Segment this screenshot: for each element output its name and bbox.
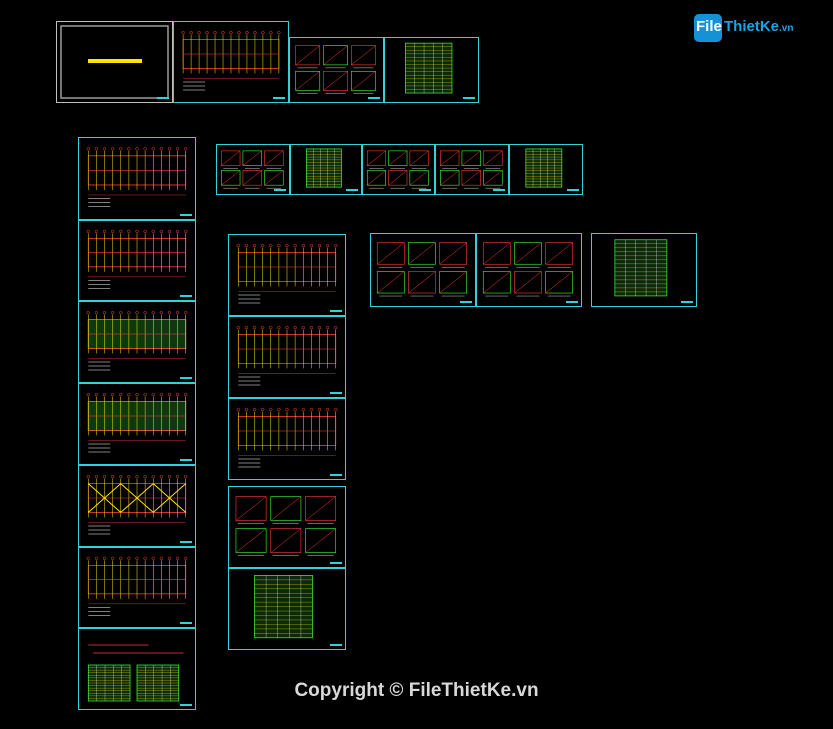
plan-drawing [181,30,281,91]
details-drawing [366,150,429,189]
details-drawing [235,496,337,556]
planframe-drawing [86,474,188,535]
copyright-text: Copyright © FileThietKe.vn [294,680,539,701]
drawing-sheet[interactable] [78,220,196,301]
plan-drawing [236,407,338,468]
drawing-sheet[interactable] [384,37,479,103]
drawing-sheet[interactable] [228,486,346,568]
logo-badge [694,14,722,42]
plan-drawing [236,325,338,386]
drawing-sheet[interactable] [78,547,196,628]
drawing-sheet[interactable] [173,21,289,103]
drawing-sheet[interactable] [78,465,196,547]
drawing-sheet[interactable] [228,316,346,398]
drawing-sheet[interactable] [78,137,196,220]
drawing-sheet[interactable] [228,234,346,316]
drawing-sheet[interactable] [78,383,196,465]
drawing-sheet[interactable] [228,398,346,480]
drawing-sheet[interactable] [78,628,196,710]
logo-site-text: ThietKe.vn [724,18,793,35]
planfill-drawing [86,392,188,453]
logo-file-text: File [696,18,722,35]
table-drawing [405,42,453,94]
drawing-sheet[interactable] [290,144,362,195]
drawing-sheet[interactable] [370,233,476,307]
details-drawing [482,242,573,297]
plan-drawing [236,243,338,304]
plan-drawing [86,147,188,207]
logo-name: ThietKe [724,18,780,35]
drawing-sheet[interactable] [591,233,697,307]
drawing-sheet[interactable] [228,568,346,650]
cover-sheet[interactable] [56,21,173,103]
cover-drawing [60,25,169,99]
planfill-drawing [86,310,188,371]
plan-drawing [86,229,188,289]
filethietke-logo: File ThietKe.vn [694,12,806,46]
drawing-sheet[interactable] [476,233,582,307]
details-drawing [221,150,284,189]
details-drawing [295,45,376,94]
details-drawing [440,150,503,189]
table-drawing [254,575,313,639]
table-drawing [614,239,668,297]
details-drawing [376,242,467,297]
table-drawing [525,148,563,188]
drawing-sheet[interactable] [216,144,290,195]
table-drawing [306,148,342,188]
drawing-sheet[interactable] [509,144,583,195]
plan-drawing [86,556,188,616]
drawing-sheet[interactable] [78,301,196,383]
drawing-sheet[interactable] [435,144,509,195]
drawing-sheet[interactable] [289,37,384,103]
logo-tld: .vn [779,23,794,34]
drawing-sheet[interactable] [362,144,435,195]
tablemix-drawing [87,644,184,702]
